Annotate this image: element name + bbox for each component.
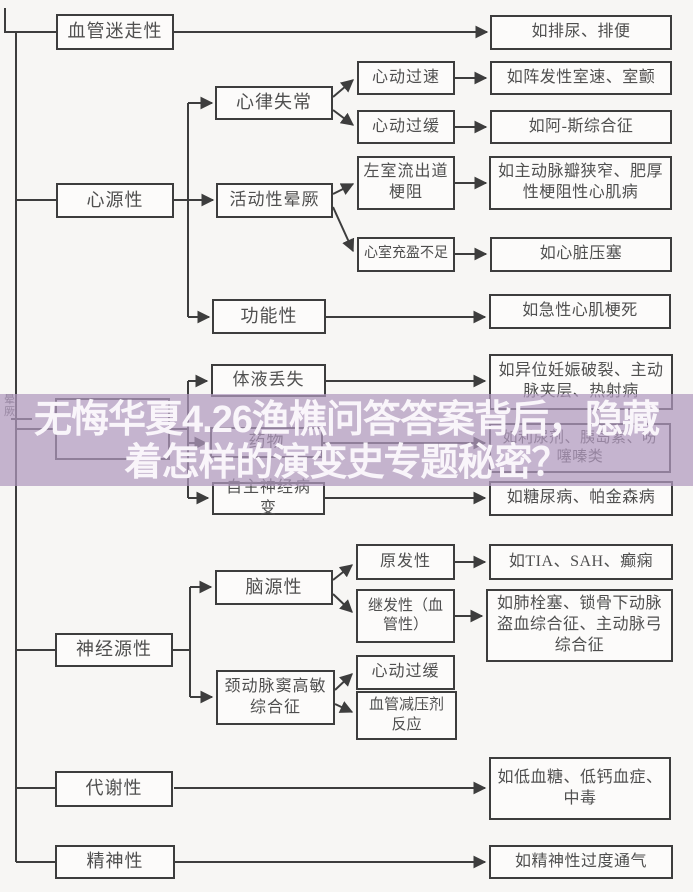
example-pe-subclavian-steal-aortic-arch: 如肺栓塞、锁骨下动脉盗血综合征、主动脉弓综合征	[486, 589, 673, 662]
node-vasovagal: 血管迷走性	[56, 14, 174, 50]
node-autonomic-neuropathy: 自主神经病变	[212, 479, 325, 517]
example-adams-stokes: 如阿-斯综合征	[490, 110, 672, 144]
watermark-line-2: 着怎样的演变史专题秘密？	[124, 442, 569, 484]
example-tia-sah-epilepsy: 如TIA、SAH、癫痫	[489, 544, 673, 580]
node-psychogenic: 精神性	[55, 845, 175, 879]
node-neurogenic: 神经源性	[55, 633, 173, 667]
node-primary: 原发性	[356, 544, 455, 580]
example-paroxysmal-vt-vf: 如阵发性室速、室颤	[490, 61, 672, 95]
node-lvot-obstruction: 左室流出道梗阻	[357, 156, 455, 210]
example-psychogenic-hyperventilation: 如精神性过度通气	[489, 845, 673, 879]
node-cerebral: 脑源性	[215, 570, 333, 605]
node-vasodepressor-response: 血管减压剂反应	[356, 691, 457, 740]
node-metabolic: 代谢性	[55, 771, 173, 807]
example-cardiac-tamponade: 如心脏压塞	[490, 237, 672, 272]
node-exertional-syncope: 活动性晕厥	[216, 183, 333, 218]
watermark-line-1: 无悔华夏4.26渔樵问答答案背后，隐藏	[34, 399, 660, 441]
node-functional: 功能性	[212, 299, 326, 334]
node-arrhythmia: 心律失常	[215, 86, 333, 120]
node-bradycardia: 心动过缓	[357, 110, 455, 144]
example-urination-defecation: 如排尿、排便	[490, 15, 672, 50]
node-carotid-sinus-hypersensitivity: 颈动脉窦高敏综合征	[216, 670, 335, 725]
example-diabetes-parkinson: 如糖尿病、帕金森病	[489, 481, 673, 516]
node-secondary-vascular: 继发性（血管性）	[356, 589, 455, 643]
node-fluid-loss: 体液丢失	[211, 364, 326, 397]
example-hypoglycemia-hypocalcemia-poisoning: 如低血糖、低钙血症、中毒	[489, 757, 671, 820]
example-aortic-stenosis-hocm: 如主动脉瓣狭窄、肥厚性梗阻性心肌病	[489, 156, 672, 210]
node-tachycardia: 心动过速	[357, 61, 455, 95]
node-bradycardia-carotid: 心动过缓	[356, 655, 455, 690]
example-acute-mi: 如急性心肌梗死	[489, 294, 671, 329]
node-ventricular-underfilling: 心室充盈不足	[357, 237, 455, 272]
node-cardiogenic: 心源性	[56, 183, 174, 218]
watermark-overlay: 无悔华夏4.26渔樵问答答案背后，隐藏 着怎样的演变史专题秘密？	[0, 394, 693, 486]
